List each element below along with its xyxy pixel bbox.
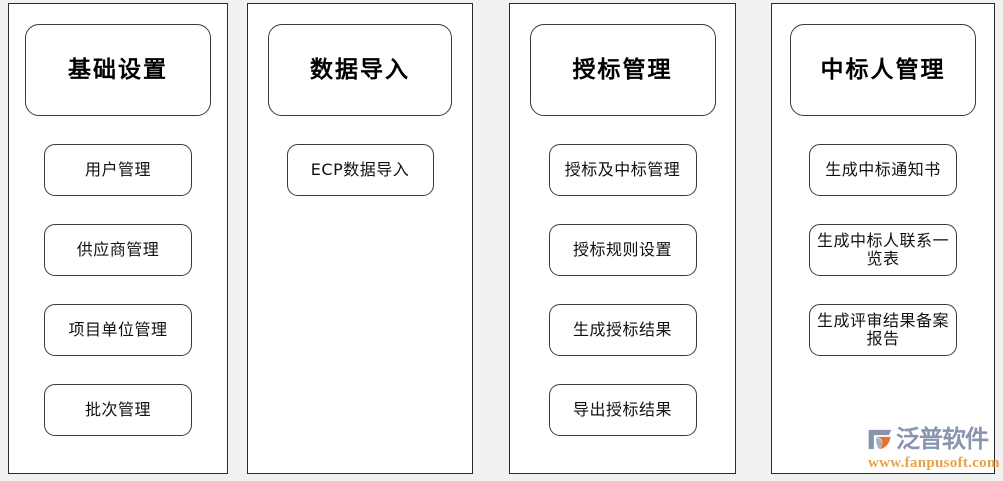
column-items-basic-settings: 用户管理 供应商管理 项目单位管理 批次管理 <box>9 144 227 464</box>
module-label: 用户管理 <box>84 159 151 179</box>
column-items-award-management: 授标及中标管理 授标规则设置 生成授标结果 导出授标结果 <box>510 144 735 464</box>
module-button-generate-award-notice[interactable]: 生成中标通知书 <box>809 144 957 196</box>
module-label: 导出授标结果 <box>572 399 672 419</box>
column-header-data-import[interactable]: 数据导入 <box>268 24 452 116</box>
module-label: 项目单位管理 <box>68 319 168 339</box>
module-label: 供应商管理 <box>76 239 160 259</box>
module-button-supplier-management[interactable]: 供应商管理 <box>44 224 192 276</box>
module-label: ECP数据导入 <box>310 159 410 179</box>
module-label: 授标规则设置 <box>572 239 672 259</box>
module-button-user-management[interactable]: 用户管理 <box>44 144 192 196</box>
column-panel-award-management: 授标管理 授标及中标管理 授标规则设置 生成授标结果 导出授标结果 <box>509 3 736 474</box>
module-label: 批次管理 <box>84 399 151 419</box>
column-items-data-import: ECP数据导入 <box>248 144 472 224</box>
module-label: 生成评审结果备案报告 <box>816 310 949 348</box>
module-label: 生成授标结果 <box>572 319 672 339</box>
module-button-batch-management[interactable]: 批次管理 <box>44 384 192 436</box>
column-panel-winner-management: 中标人管理 生成中标通知书 生成中标人联系一览表 生成评审结果备案报告 <box>771 3 995 474</box>
column-panel-basic-settings: 基础设置 用户管理 供应商管理 项目单位管理 批次管理 <box>8 3 228 474</box>
column-header-award-management[interactable]: 授标管理 <box>529 24 716 116</box>
module-button-generate-winner-contact-list[interactable]: 生成中标人联系一览表 <box>809 224 957 276</box>
module-button-award-rule-settings[interactable]: 授标规则设置 <box>548 224 697 276</box>
module-button-ecp-data-import[interactable]: ECP数据导入 <box>286 144 434 196</box>
column-header-winner-management[interactable]: 中标人管理 <box>790 24 976 116</box>
module-button-award-and-winning-management[interactable]: 授标及中标管理 <box>548 144 697 196</box>
module-label: 授标及中标管理 <box>564 159 681 179</box>
module-button-generate-review-record-report[interactable]: 生成评审结果备案报告 <box>809 304 957 356</box>
module-button-generate-award-result[interactable]: 生成授标结果 <box>548 304 697 356</box>
module-button-export-award-result[interactable]: 导出授标结果 <box>548 384 697 436</box>
module-label: 生成中标通知书 <box>825 159 941 179</box>
column-items-winner-management: 生成中标通知书 生成中标人联系一览表 生成评审结果备案报告 <box>772 144 994 384</box>
column-panel-data-import: 数据导入 ECP数据导入 <box>247 3 473 474</box>
module-button-project-unit-management[interactable]: 项目单位管理 <box>44 304 192 356</box>
module-label: 生成中标人联系一览表 <box>816 230 949 268</box>
column-header-basic-settings[interactable]: 基础设置 <box>25 24 211 116</box>
